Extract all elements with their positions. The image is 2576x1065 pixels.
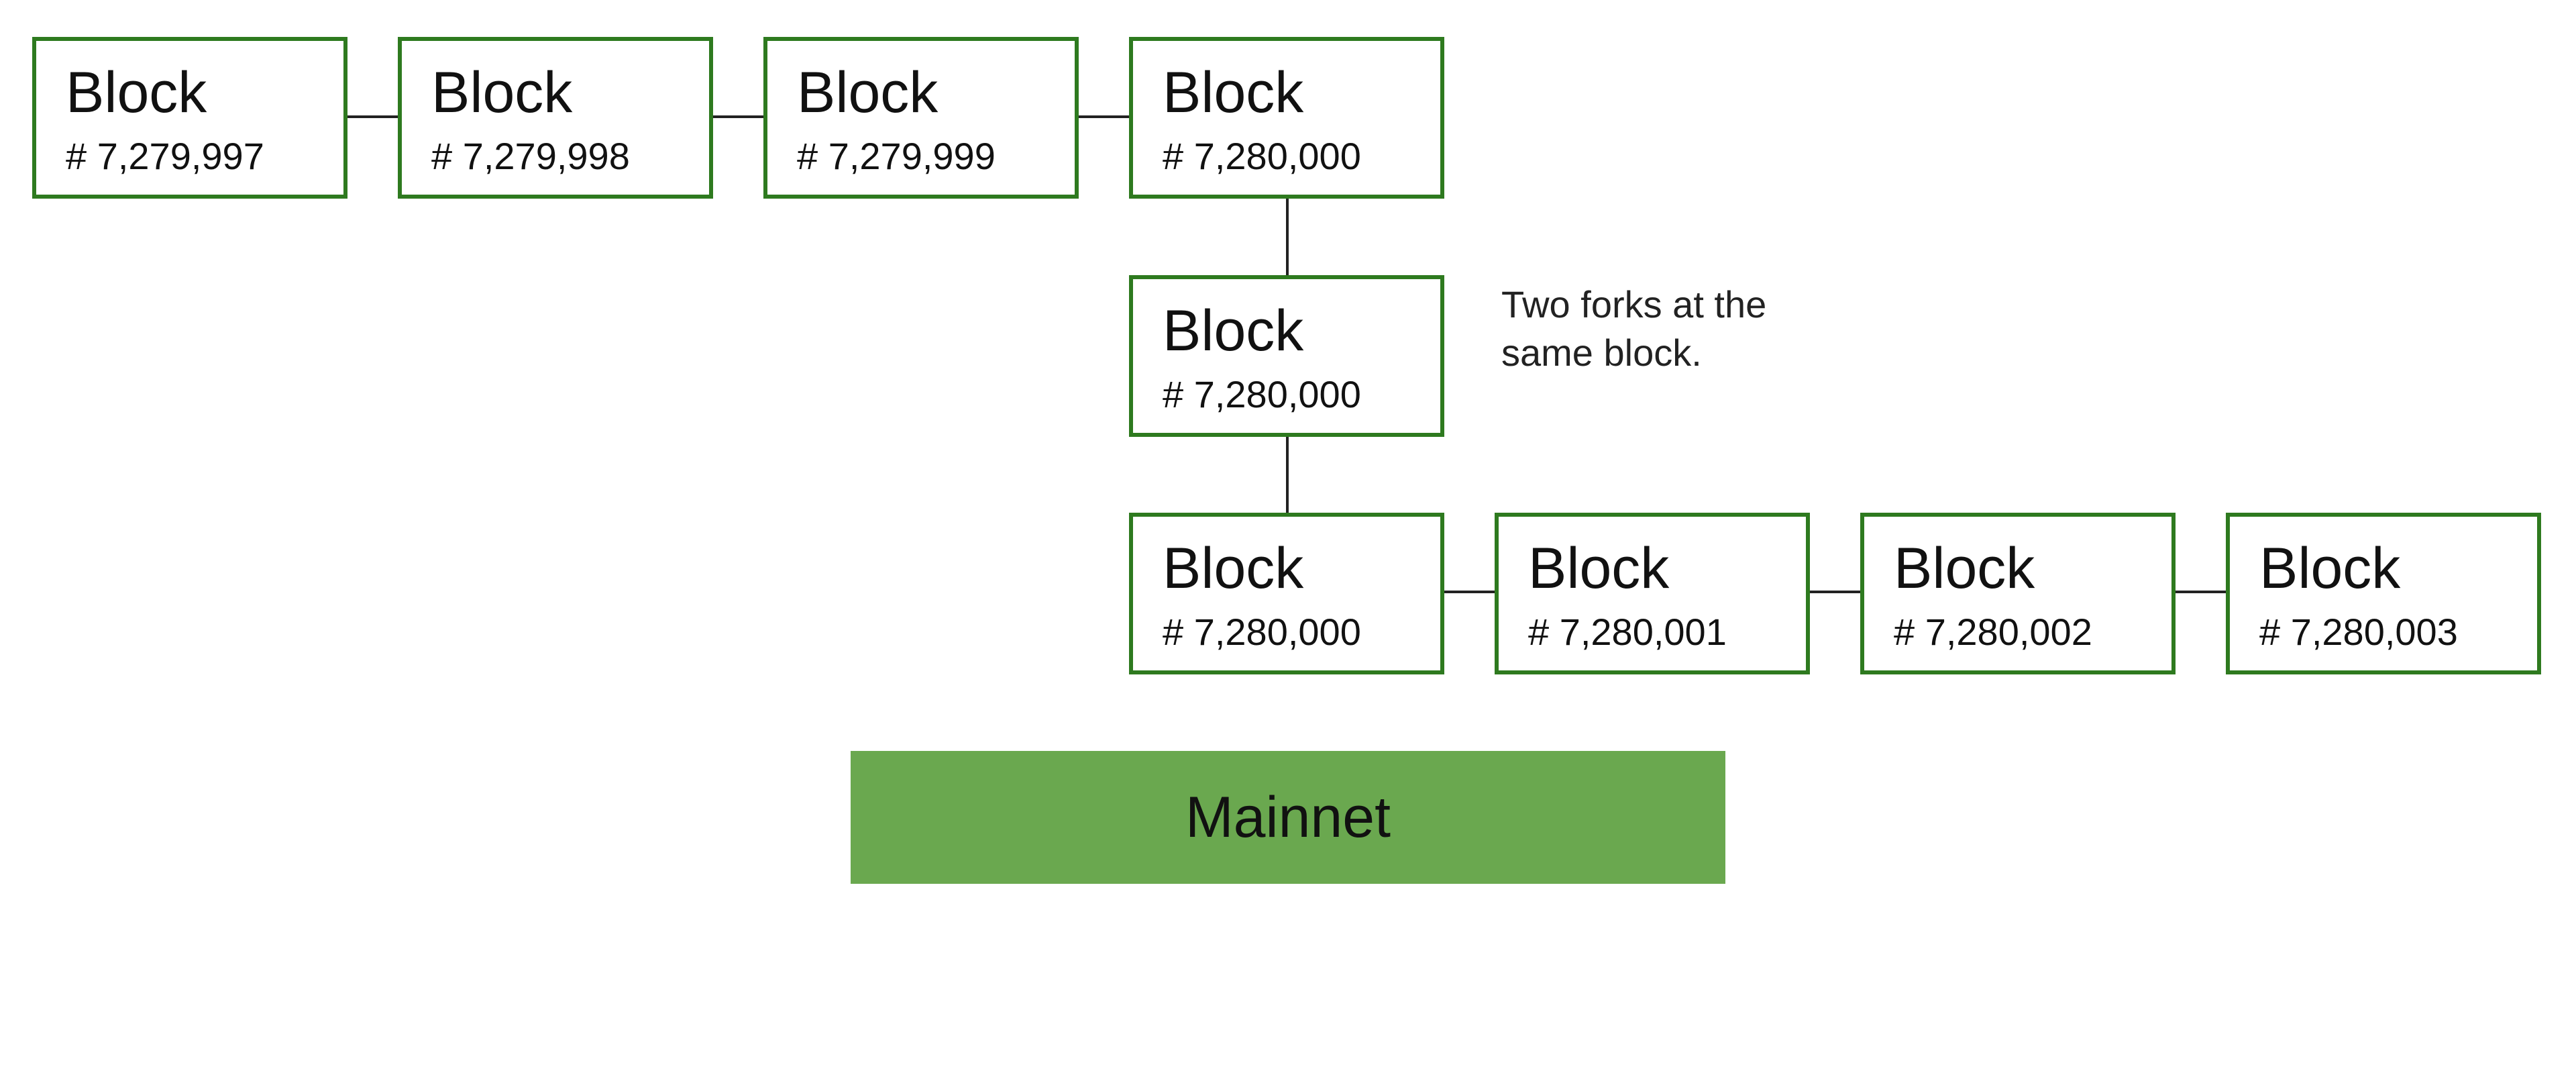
block-title: Block bbox=[797, 60, 938, 125]
block-title: Block bbox=[1163, 536, 1304, 601]
block-title: Block bbox=[2259, 536, 2401, 601]
mainnet-bar: Mainnet bbox=[851, 751, 1725, 884]
block-title: Block bbox=[1163, 60, 1304, 125]
block-7280003: Block # 7,280,003 bbox=[2226, 513, 2541, 674]
block-number: # 7,280,002 bbox=[1894, 611, 2092, 653]
block-7280001: Block # 7,280,001 bbox=[1495, 513, 1810, 674]
connector-bottom-1-2 bbox=[1444, 591, 1495, 593]
block-number: # 7,279,998 bbox=[431, 135, 630, 177]
block-number: # 7,280,000 bbox=[1163, 373, 1361, 415]
fork-annotation: Two forks at the same block. bbox=[1501, 283, 1767, 374]
block-7280000-bottom: Block # 7,280,000 bbox=[1129, 513, 1444, 674]
block-title: Block bbox=[1528, 536, 1670, 601]
block-number: # 7,279,999 bbox=[797, 135, 996, 177]
block-number: # 7,279,997 bbox=[66, 135, 264, 177]
connector-bottom-2-3 bbox=[1810, 591, 1861, 593]
block-number: # 7,280,001 bbox=[1528, 611, 1727, 653]
block-number: # 7,280,000 bbox=[1163, 611, 1361, 653]
block-7279999: Block # 7,279,999 bbox=[763, 37, 1079, 199]
block-7280000-middle: Block # 7,280,000 bbox=[1129, 275, 1444, 437]
connector-top-3-4 bbox=[1079, 115, 1130, 118]
block-title: Block bbox=[1894, 536, 2035, 601]
block-7280002: Block # 7,280,002 bbox=[1860, 513, 2176, 674]
block-7279997: Block # 7,279,997 bbox=[32, 37, 347, 199]
connector-middle-to-bottom bbox=[1286, 437, 1289, 513]
connector-top-1-2 bbox=[347, 115, 398, 118]
block-number: # 7,280,003 bbox=[2259, 611, 2458, 653]
block-title: Block bbox=[1163, 299, 1304, 363]
connector-bottom-3-4 bbox=[2176, 591, 2226, 593]
block-7280000-top: Block # 7,280,000 bbox=[1129, 37, 1444, 199]
block-title: Block bbox=[431, 60, 573, 125]
connector-top-2-3 bbox=[713, 115, 764, 118]
block-title: Block bbox=[66, 60, 207, 125]
block-number: # 7,280,000 bbox=[1163, 135, 1361, 177]
block-7279998: Block # 7,279,998 bbox=[398, 37, 713, 199]
connector-top-to-middle bbox=[1286, 199, 1289, 275]
